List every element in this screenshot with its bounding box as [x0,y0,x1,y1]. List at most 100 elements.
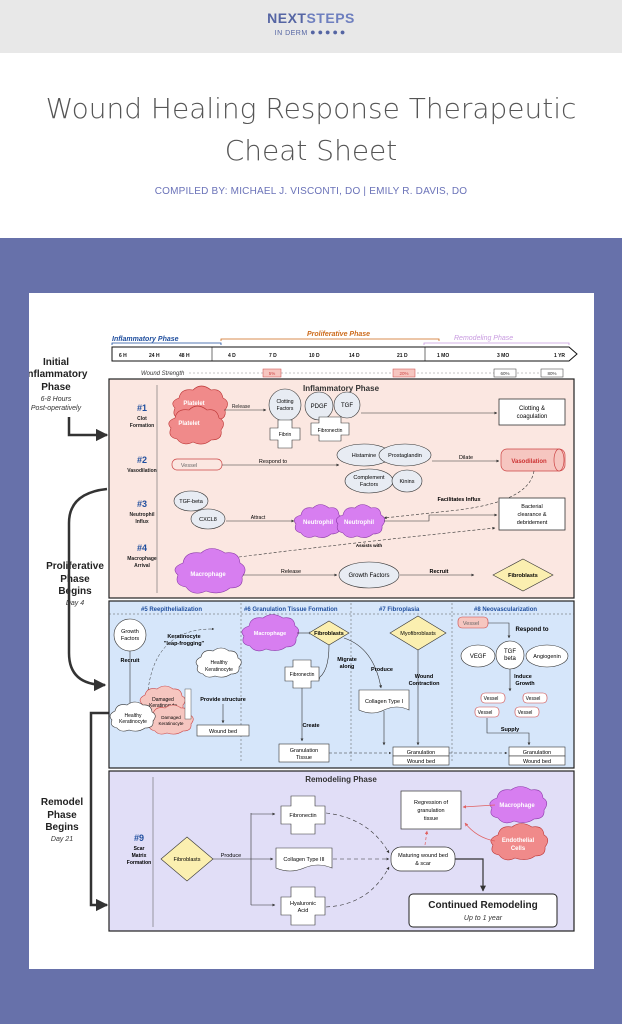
logo-steps: STEPS [306,10,355,26]
provide-structure: Provide structure [200,697,246,703]
tick-14d: 14 D [349,353,360,359]
ha-2: Acid [298,908,309,914]
clotting-coag-box [498,398,566,426]
regression-box [400,790,462,830]
collagen3-text: Collagen Type III [283,857,325,863]
remodel-arrow [89,711,109,912]
remodel-sub: Day 21 [51,836,73,843]
neutrophil-2-text: Neutrophil [344,520,374,526]
fibronectin-9 [280,795,326,835]
strength-80 [540,368,564,378]
step1-num: #1 [137,403,147,413]
tick-1mo: 1 MO [437,353,449,359]
growth-factors-5 [113,618,147,652]
tgf-beta-text: TGF-beta [179,499,203,505]
fibroblasts-2-text: Fibroblasts [314,631,344,637]
initial-sub-2: Post-operatively [31,405,82,412]
platelet-2-text: Platelet [178,421,199,427]
remod-bracket [423,342,570,345]
initial-line-3: Phase [41,382,71,393]
step3-num: #3 [137,499,147,509]
macrophage-1-text: Macrophage [190,572,226,578]
fibrin-text: Fibrin [279,432,292,438]
cxcl8-text: CXCL8 [199,517,217,523]
vessel-c-text: Vessel [478,710,493,716]
vessel-c [474,706,500,718]
brand-logo[interactable]: NEXTSTEPS IN DERM ●●●●● [0,10,622,37]
strength-20 [392,368,416,378]
vessel-d [514,706,540,718]
bacterial-box [498,497,566,531]
macrophage-cloud-2: Macrophage [241,614,300,652]
wound-bed-8 [508,755,566,766]
section-6-title: #6 Granulation Tissue Formation [244,607,338,613]
timeline-proliferative: Proliferative Phase [307,331,370,338]
maturing-1: Maturing wound bed [398,853,448,859]
tick-10d: 10 D [309,353,320,359]
gf5-2: Factors [121,636,140,642]
fibroblasts-diamond-1 [492,558,554,592]
tgf8-1: TGF [504,649,516,655]
remod-header: Remodeling Phase [305,775,377,784]
macrophage-2-text: Macrophage [254,631,286,637]
fibronectin-6 [284,659,320,689]
proliferative-panel: #5 Reepithelialization #6 Granulation Ti… [108,600,575,769]
clotting-factors-node [268,388,302,422]
prostaglandin-node [378,443,432,467]
clotting-coag-2: coagulation [517,414,548,420]
kinins-node [391,469,423,493]
tgf-beta-8-node [495,640,525,670]
healthy-keratinocyte-1: Healthy Keratinocyte [195,647,242,678]
hk1-1: Healthy [211,660,228,666]
bacterial-3: debridement [517,520,548,526]
wound-strength-label: Wound Strength [141,371,185,377]
leap-2: "leap-frogging" [164,641,205,647]
prolif-arrow [67,487,108,692]
angiogenin-text: Angiogenin [533,654,561,660]
wc-2: Contraction [409,681,441,687]
vessel-8-text: Vessel [463,621,479,627]
gt-1: Granulation [290,748,318,754]
cheat-sheet: Inflammatory Phase Proliferative Phase R… [25,293,594,969]
assists-label: Assists with [356,543,383,548]
respond-to-label: Respond to [259,459,287,465]
tick-3mo: 3 MO [497,353,509,359]
vegf-text: VEGF [470,654,487,660]
tick-21d: 21 D [397,353,408,359]
dk1-2: Keratinocyte [149,703,177,709]
step4-label-2: Arrival [134,563,150,569]
prolif-bracket [220,338,440,341]
regression-1: Regression of [414,800,448,806]
release-label-2: Release [281,569,301,575]
remodel-line-2: Phase [47,810,77,821]
strength-80-text: 80% [547,371,556,376]
growth-factors-node [338,561,400,589]
inflam-bracket [111,342,222,345]
dilate-label: Dilate [459,455,473,461]
neutrophil-cloud-1: Neutrophil [294,504,344,538]
logo-in-derm: IN DERM [274,30,308,37]
step9-label-2: Matrix [132,853,147,859]
produce-label-6: Produce [371,667,393,673]
induce-1: Induce [514,674,532,680]
pdgf-text: PDGF [311,404,328,410]
tgf-text: TGF [341,403,353,409]
step1-label-1: Clot [137,416,147,422]
prolif-bg [108,600,575,769]
complement-1: Complement [353,475,385,481]
wound-bed-5 [196,724,250,737]
platelet-1-text: Platelet [183,401,204,407]
regression-2: granulation [417,808,444,814]
step9-label-3: Formation [127,860,151,866]
inflammatory-panel: Inflammatory Phase #1 Clot Formation #2 … [108,378,575,599]
growth-factors-text: Growth Factors [348,573,389,579]
dk2-1: Damaged [161,715,181,720]
attract-label: Attract [251,515,266,521]
fibroblasts-3-text: Fibroblasts [174,857,201,863]
logo-dots: ●●●●● [310,27,348,37]
endothelial-2: Cells [511,846,526,852]
hk2-2: Keratinocyte [119,719,147,725]
tick-6h: 6 H [119,353,127,359]
tick-4d: 4 D [228,353,236,359]
macrophage-cloud-3: Macrophage [489,786,548,824]
